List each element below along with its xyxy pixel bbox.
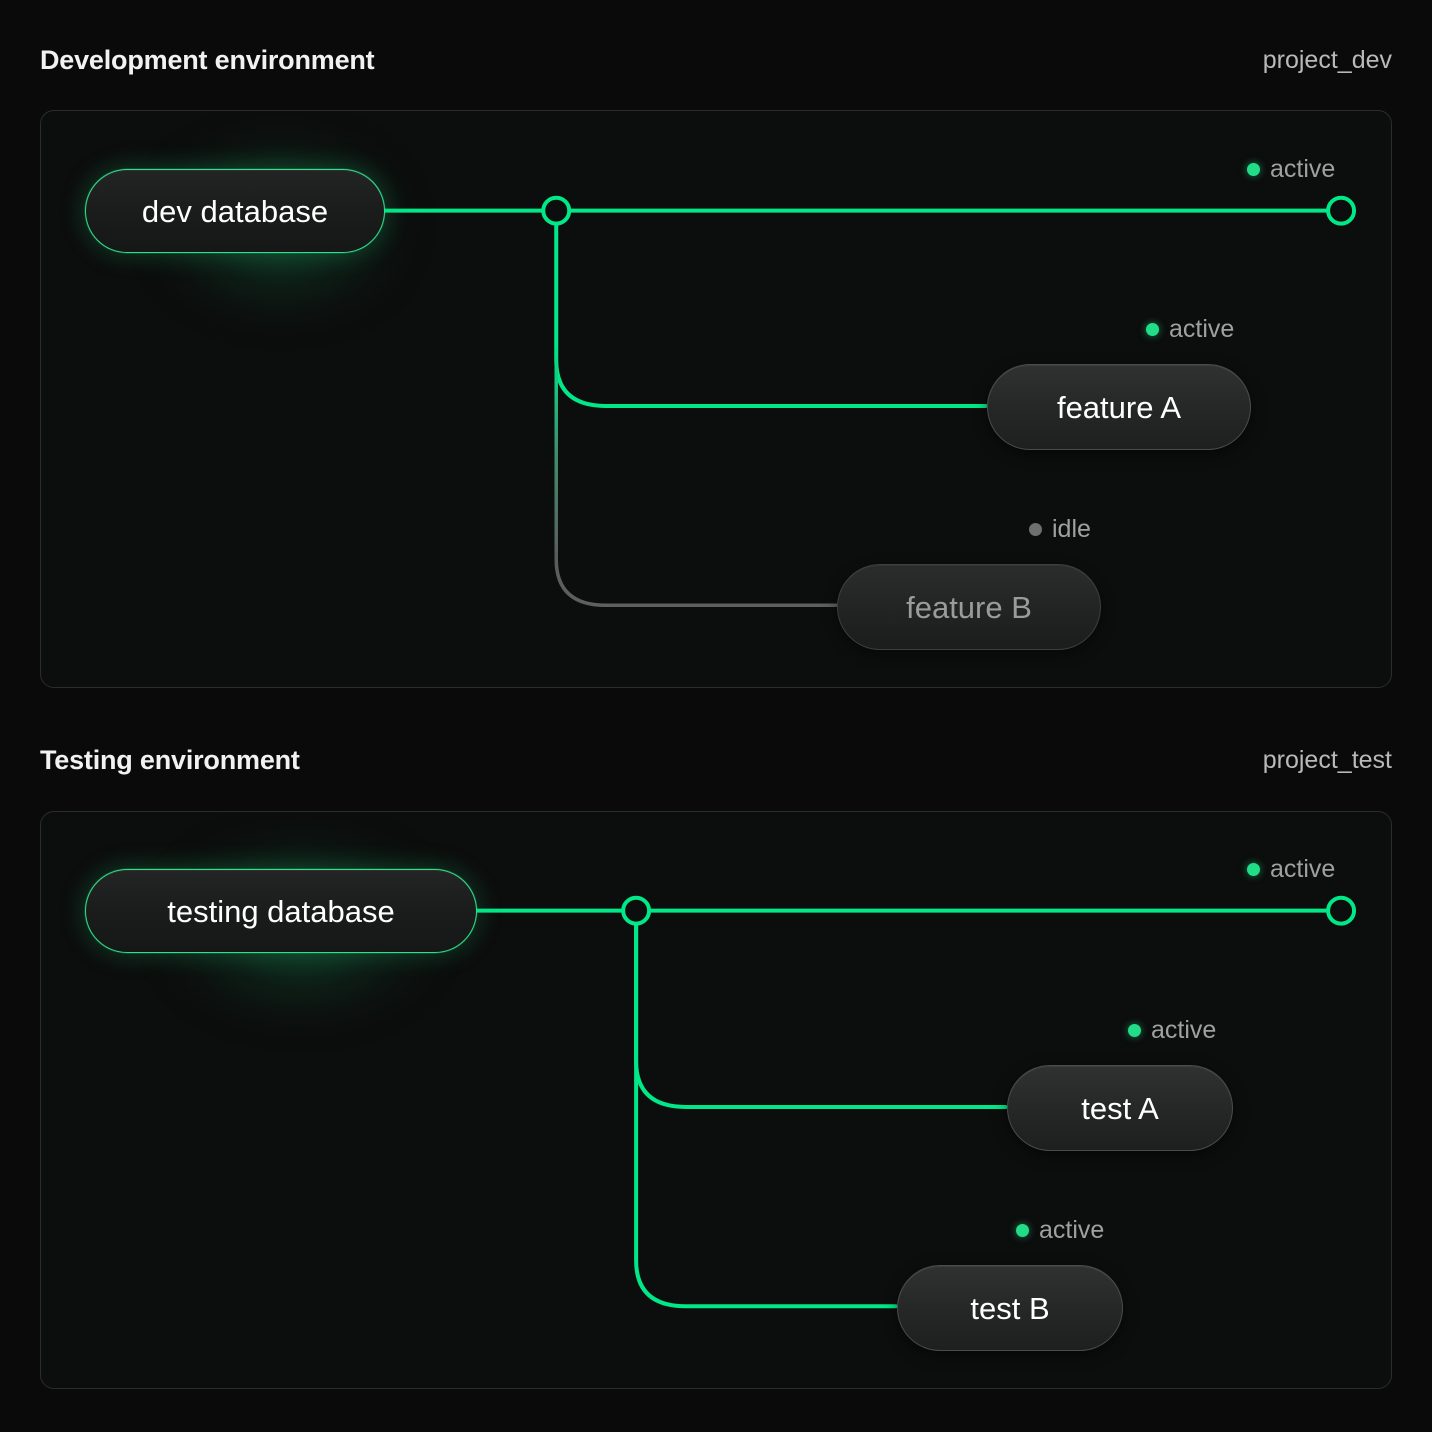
status-dot-icon-active xyxy=(1247,163,1260,176)
wire-branch-feature-a xyxy=(554,208,988,408)
node-feature-a[interactable]: feature A xyxy=(987,364,1251,450)
environment-panel-testing: testing database active active test A ac… xyxy=(40,811,1392,1389)
status-badge-feature-a: active xyxy=(1146,315,1234,344)
wire-branch-test-b xyxy=(634,908,898,1309)
status-dot-icon-idle xyxy=(1029,523,1042,536)
status-badge-feature-b: idle xyxy=(1029,515,1091,544)
project-label-development: project_dev xyxy=(1262,45,1392,74)
page-title-development: Development environment xyxy=(40,44,375,75)
status-label-test-a: active xyxy=(1151,1016,1217,1044)
status-label-trunk-dev: active xyxy=(1270,155,1336,183)
node-label-testing-database: testing database xyxy=(167,893,395,929)
endpoint-node-dev xyxy=(1326,195,1357,226)
node-test-b[interactable]: test B xyxy=(897,1265,1123,1351)
wire-branch-test-a xyxy=(634,908,1008,1109)
connection-wires-testing xyxy=(476,895,1357,1309)
junction-node-dev xyxy=(541,195,572,226)
node-label-test-a: test A xyxy=(1081,1090,1159,1126)
section-header-testing: Testing environment project_test xyxy=(40,738,1392,782)
status-label-test-b: active xyxy=(1039,1216,1105,1244)
connection-wires-development xyxy=(384,195,1357,608)
environment-panel-development: dev database active active feature A idl… xyxy=(40,110,1392,688)
status-label-feature-a: active xyxy=(1169,315,1235,343)
project-label-testing: project_test xyxy=(1262,745,1392,774)
node-test-a[interactable]: test A xyxy=(1007,1065,1233,1151)
node-label-test-b: test B xyxy=(970,1290,1050,1326)
page-title-testing: Testing environment xyxy=(40,744,300,775)
node-feature-b[interactable]: feature B xyxy=(837,564,1101,650)
node-testing-database[interactable]: testing database xyxy=(85,869,477,953)
status-dot-icon-active xyxy=(1146,323,1159,336)
node-label-dev-database: dev database xyxy=(141,193,329,229)
wire-branch-feature-b xyxy=(554,208,838,608)
status-dot-icon-active xyxy=(1128,1024,1141,1037)
node-label-feature-b: feature B xyxy=(906,589,1032,625)
status-dot-icon-active xyxy=(1247,863,1260,876)
status-dot-icon-active xyxy=(1016,1224,1029,1237)
junction-node-test xyxy=(621,895,652,926)
section-header-development: Development environment project_dev xyxy=(40,38,1392,82)
status-badge-test-b: active xyxy=(1016,1216,1104,1245)
status-badge-trunk-dev: active xyxy=(1247,155,1335,184)
status-label-feature-b: idle xyxy=(1052,515,1091,543)
status-badge-trunk-test: active xyxy=(1247,855,1335,884)
node-label-feature-a: feature A xyxy=(1056,389,1182,425)
node-dev-database[interactable]: dev database xyxy=(85,169,385,253)
status-badge-test-a: active xyxy=(1128,1016,1216,1045)
endpoint-node-test xyxy=(1326,895,1357,926)
status-label-trunk-test: active xyxy=(1270,855,1336,883)
